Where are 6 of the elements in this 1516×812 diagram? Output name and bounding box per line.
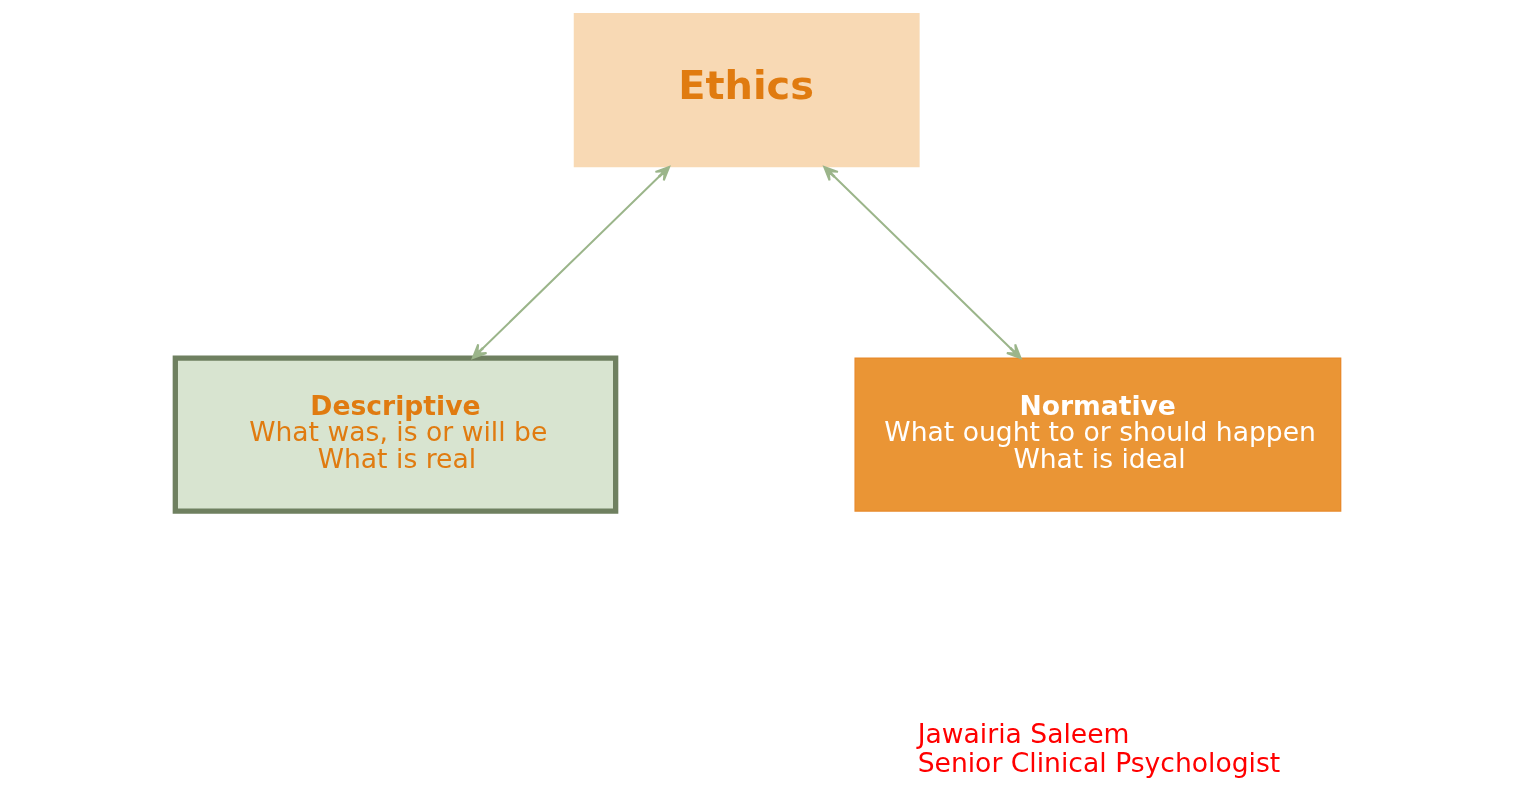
node-box: Descriptive What was, is or will be What is real <box>172 355 619 514</box>
node-box: Ethics <box>573 12 920 168</box>
arrow <box>823 165 1022 359</box>
label: Jawairia Saleem <box>917 717 1130 749</box>
arrow <box>471 165 671 359</box>
node-box: Normative What ought to or should happen What is ideal <box>854 357 1342 512</box>
